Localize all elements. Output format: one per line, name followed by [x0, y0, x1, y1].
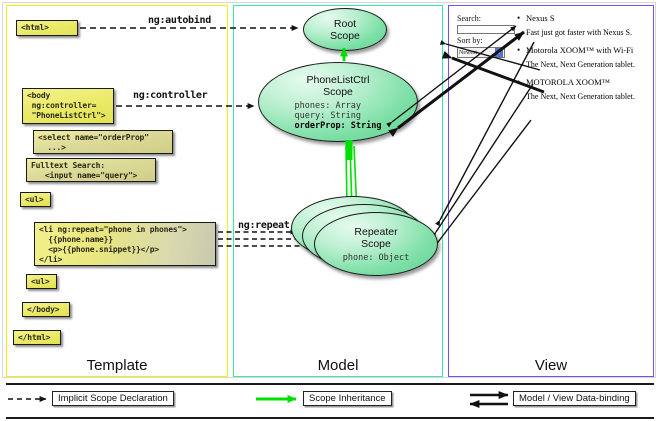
phonelistctrl-scope-title: PhoneListCtrl Scope	[306, 73, 370, 98]
panel-label-model: Model	[317, 357, 359, 374]
connector-label-ng-repeat: ng:repeat	[238, 220, 290, 231]
phone-name: Nexus S	[515, 13, 651, 24]
code-box-li-repeat: <li ng:repeat="phone in phones"> {{phone…	[34, 222, 216, 266]
legend-item-implicit-scope-declaration: Implicit Scope Declaration	[52, 391, 174, 406]
phone-snippet: The Next, Next Generation tablet.	[526, 60, 635, 69]
code-box-ul-close: <ul>	[26, 274, 57, 289]
legend-glyph-data-binding	[469, 391, 509, 408]
list-item[interactable]: MOTOROLA XOOM™ The Next, Next Generation…	[515, 77, 651, 102]
panel-model: Model	[233, 5, 443, 377]
legend-item-model-view-data-binding: Model / View Data-binding	[513, 391, 636, 406]
code-box-select: <select name="orderProp" ...>	[33, 130, 173, 154]
panel-label-template: Template	[86, 357, 148, 374]
phone-name: MOTOROLA XOOM™	[515, 77, 651, 88]
connector-label-ng-controller: ng:controller	[133, 90, 208, 101]
code-box-body-open: <body ng:controller= "PhoneListCtrl">	[22, 88, 114, 124]
code-box-fulltext-search: Fulltext Search: <input name="query">	[26, 158, 156, 182]
panel-label-view: View	[534, 357, 568, 374]
root-scope-title: Root Scope	[330, 17, 360, 42]
phone-list: Nexus S Fast just got faster with Nexus …	[515, 13, 651, 109]
code-box-html-close: </html>	[13, 330, 61, 345]
phone-snippet: Fast just got faster with Nexus S.	[526, 28, 632, 37]
ellipse-phonelistctrl-scope: PhoneListCtrl Scope phones: Array query:…	[258, 62, 418, 142]
code-box-body-close: </body>	[22, 302, 70, 317]
panel-template: Template	[6, 5, 228, 377]
connector-label-ng-autobind: ng:autobind	[148, 15, 211, 26]
legend-divider-bottom	[6, 417, 654, 419]
list-item[interactable]: Motorola XOOM™ with Wi-Fi The Next, Next…	[515, 45, 651, 70]
panel-view: View Search: Sort by: Newest ▾ Nexus S F…	[448, 5, 654, 377]
code-box-html-open: <html>	[16, 20, 78, 36]
search-input[interactable]	[457, 25, 515, 34]
ellipse-repeater-scope-front: Repeater Scope phone: Object	[314, 212, 438, 276]
legend-item-scope-inheritance: Scope Inheritance	[303, 391, 392, 406]
phone-snippet: The Next, Next Generation tablet.	[526, 92, 635, 101]
legend-divider-top	[6, 383, 654, 385]
repeater-scope-props: phone: Object	[342, 252, 410, 263]
repeater-scope-title: Repeater Scope	[354, 225, 398, 250]
code-box-ul-open: <ul>	[20, 192, 51, 207]
sort-by-select[interactable]: Newest ▾	[457, 47, 505, 58]
phonelistctrl-scope-props: phones: Array query: String orderProp: S…	[294, 100, 382, 131]
list-item[interactable]: Nexus S Fast just got faster with Nexus …	[515, 13, 651, 38]
sort-by-selected-value: Newest	[459, 49, 477, 56]
phone-name: Motorola XOOM™ with Wi-Fi	[515, 45, 651, 56]
ellipse-root-scope: Root Scope	[303, 8, 387, 51]
search-label: Search:	[457, 14, 481, 23]
chevron-down-icon: ▾	[495, 48, 503, 57]
